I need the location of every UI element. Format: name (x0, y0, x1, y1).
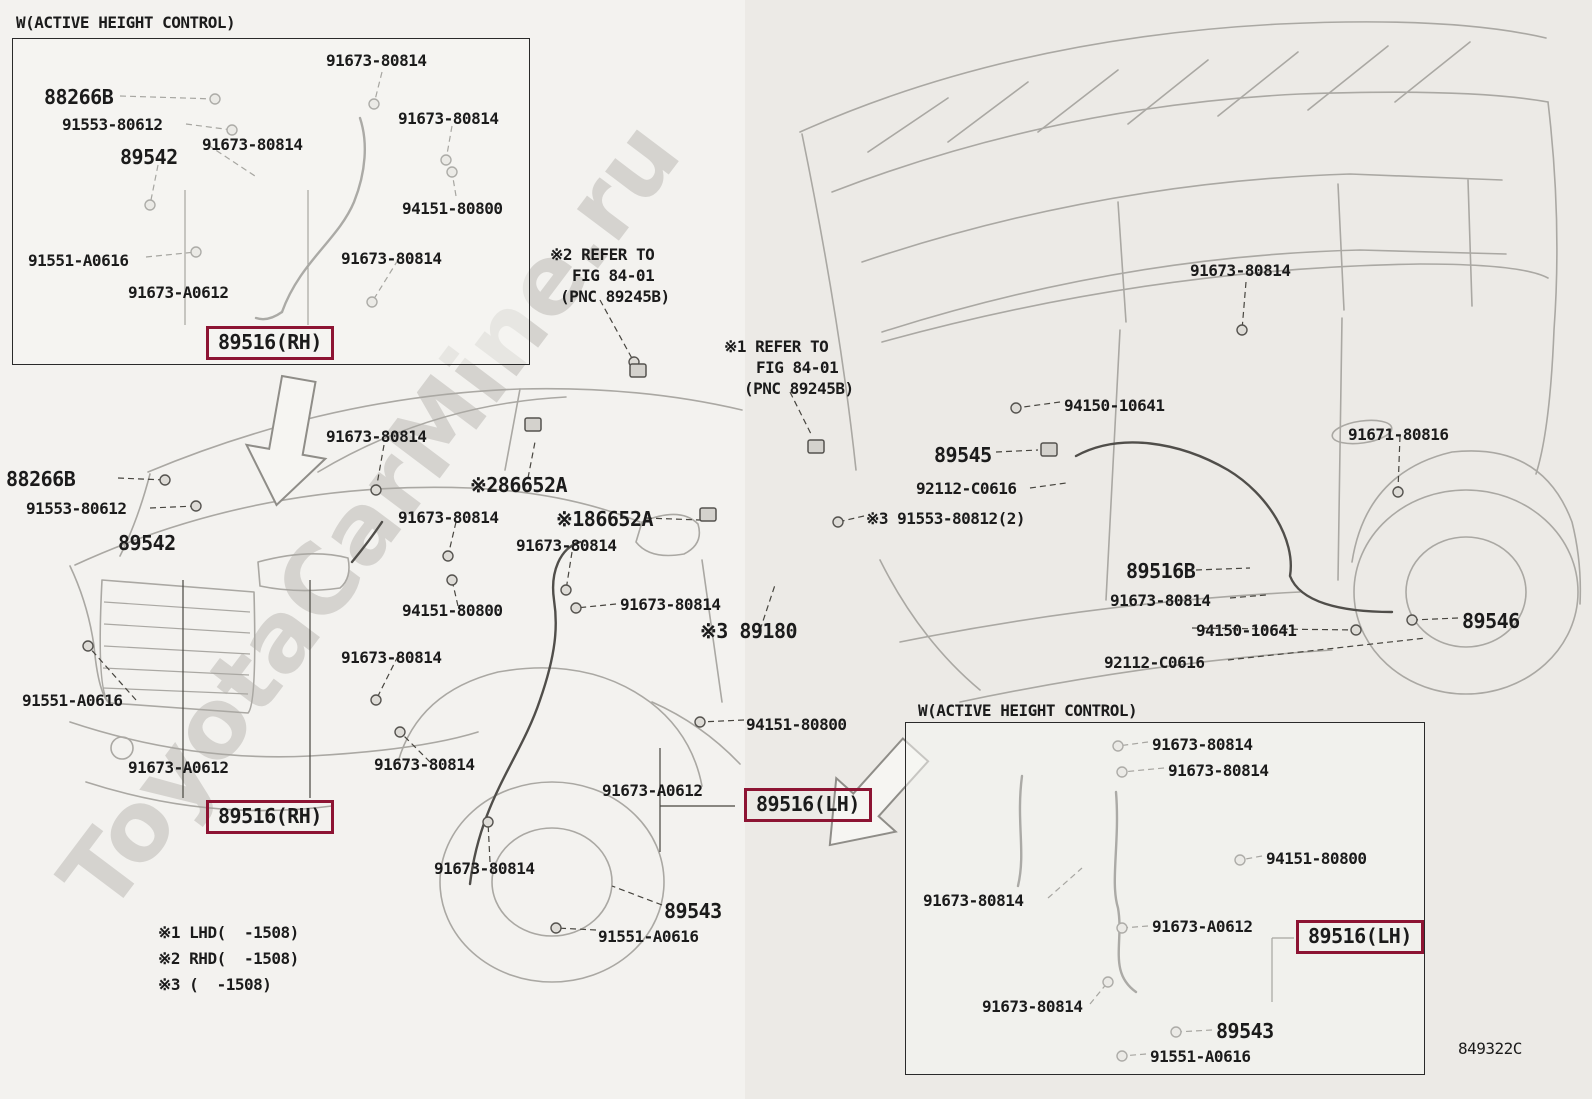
part-number-label: 92112-C0616 (916, 479, 1017, 498)
vehicle-sketch-front (69, 387, 743, 983)
part-number-label: 91553-80612 (26, 499, 127, 518)
part-number-label: 91673-A0612 (602, 781, 703, 800)
part-number-label: 91673-80814 (620, 595, 721, 614)
refer-note: (PNC 89245B) (560, 287, 670, 306)
direction-arrow (244, 374, 930, 847)
highlighted-part: 89516(LH) (744, 788, 872, 822)
part-number-label: 88266B (6, 467, 76, 491)
vehicle-sketch-rear (799, 21, 1582, 703)
refer-note: ※1 REFER TO (724, 337, 829, 356)
part-number-label: 91673-80814 (1168, 761, 1269, 780)
part-number-label: 89545 (934, 443, 992, 467)
highlighted-part: 89516(RH) (206, 326, 334, 360)
part-number-label: 91553-80612 (62, 115, 163, 134)
inset-box-active-height-control-rh (12, 38, 530, 365)
inset2-title: W(ACTIVE HEIGHT CONTROL) (918, 701, 1138, 720)
part-number-label: 94151-80800 (746, 715, 847, 734)
part-number-label: 89543 (1216, 1019, 1274, 1043)
clamp-icon (524, 363, 1058, 522)
part-number-label: ※3 91553-80812(2) (866, 509, 1026, 528)
refer-note: FIG 84-01 (572, 266, 655, 285)
refer-note: ※2 REFER TO (550, 245, 655, 264)
part-number-label: 91673-80814 (326, 427, 427, 446)
part-number-label: 91551-A0616 (598, 927, 699, 946)
part-number-label: 91551-A0616 (22, 691, 123, 710)
inset-box-active-height-control-lh (905, 722, 1425, 1075)
part-number-label: 94151-80800 (1266, 849, 1367, 868)
note: ※2 RHD( -1508) (158, 949, 299, 968)
part-number-label: 91673-80814 (341, 249, 442, 268)
part-number-label: 94150-10641 (1064, 396, 1165, 415)
inset1-title: W(ACTIVE HEIGHT CONTROL) (16, 13, 236, 32)
part-number-label: 91673-80814 (374, 755, 475, 774)
part-number-label: 89546 (1462, 609, 1520, 633)
part-number-label: 91673-A0612 (128, 758, 229, 777)
refer-note: FIG 84-01 (756, 358, 839, 377)
part-number-label: 91673-80814 (516, 536, 617, 555)
part-number-label: 89543 (664, 899, 722, 923)
part-number-label: 88266B (44, 85, 114, 109)
part-number-label: 91673-80814 (202, 135, 303, 154)
part-number-label: 91673-80814 (341, 648, 442, 667)
part-number-label: 91671-80816 (1348, 425, 1449, 444)
part-number-label: 89542 (120, 145, 178, 169)
part-number-label: 91673-80814 (398, 508, 499, 527)
note: ※3 ( -1508) (158, 975, 272, 994)
part-number-label: 91551-A0616 (1150, 1047, 1251, 1066)
part-number-label: ※3 89180 (700, 619, 798, 643)
part-number-label: 91673-A0612 (128, 283, 229, 302)
part-number-label: 91673-A0612 (1152, 917, 1253, 936)
diagram-code: 849322C (1458, 1039, 1522, 1058)
part-number-label: 91673-80814 (398, 109, 499, 128)
part-number-label: 89516B (1126, 559, 1196, 583)
highlighted-part: 89516(LH) (1296, 920, 1424, 954)
part-number-label: 91673-80814 (1152, 735, 1253, 754)
refer-note: (PNC 89245B) (744, 379, 854, 398)
part-number-label: 91673-80814 (326, 51, 427, 70)
part-number-label: 91673-80814 (982, 997, 1083, 1016)
note: ※1 LHD( -1508) (158, 923, 299, 942)
highlighted-part: 89516(RH) (206, 800, 334, 834)
part-number-label: 91673-80814 (1110, 591, 1211, 610)
part-number-label: 89542 (118, 531, 176, 555)
part-number-label: 92112-C0616 (1104, 653, 1205, 672)
part-number-label: 94150-10641 (1196, 621, 1297, 640)
part-number-label: 91673-80814 (434, 859, 535, 878)
part-number-label: 94151-80800 (402, 601, 503, 620)
part-number-label: 94151-80800 (402, 199, 503, 218)
part-number-label: 91551-A0616 (28, 251, 129, 270)
part-number-label: 91673-80814 (1190, 261, 1291, 280)
part-number-label: 91673-80814 (923, 891, 1024, 910)
part-number-label: ※286652A (470, 473, 568, 497)
part-number-label: ※186652A (556, 507, 654, 531)
